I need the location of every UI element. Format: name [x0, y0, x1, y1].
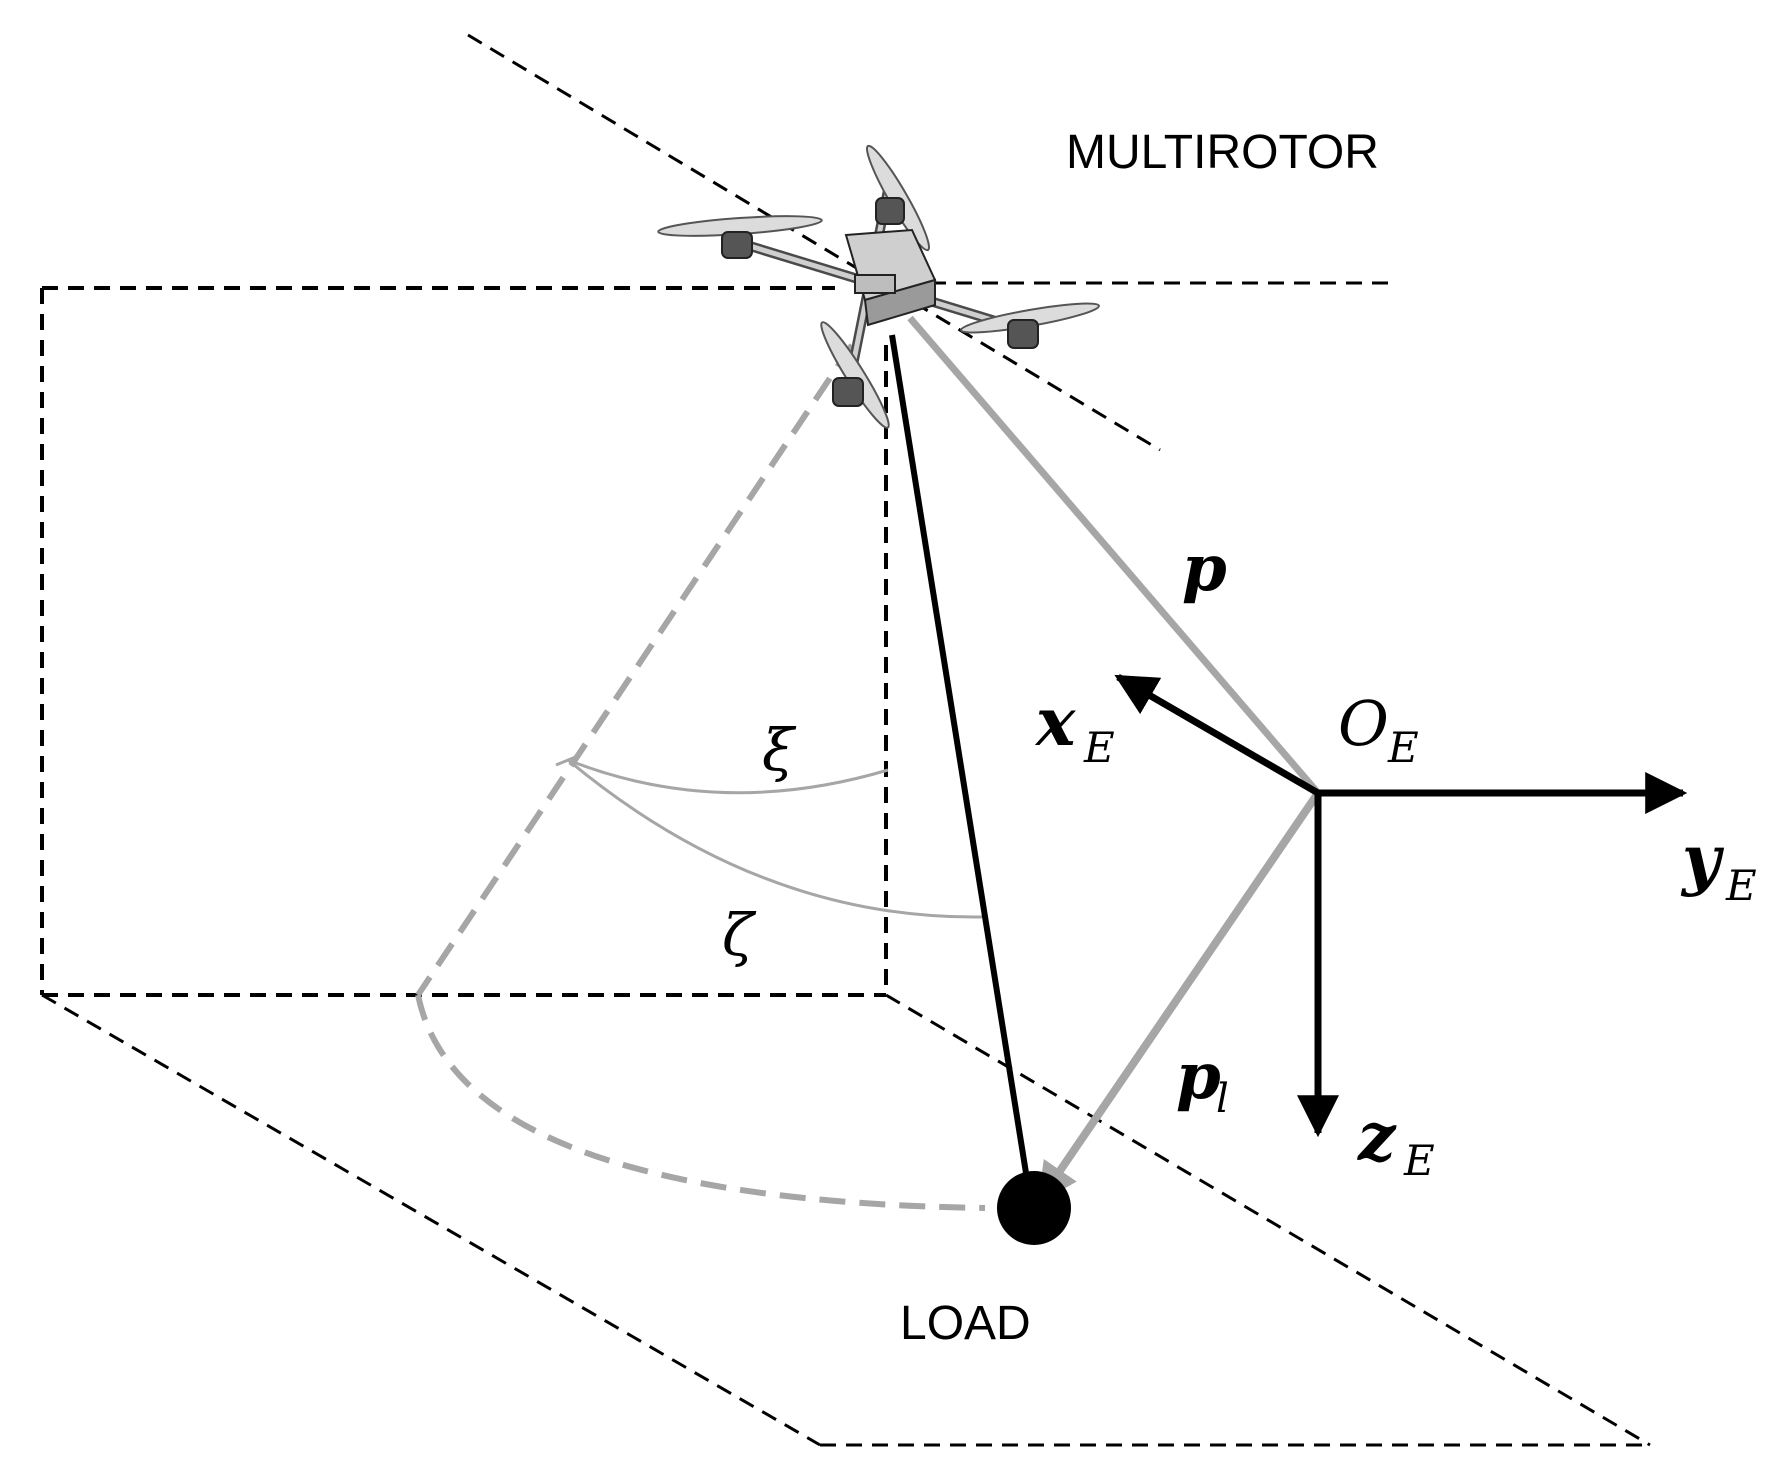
z-axis-label: z E [1357, 1098, 1435, 1185]
svg-text:l: l [1216, 1076, 1229, 1122]
earth-frame-axes [1114, 673, 1688, 1138]
multirotor-axis-lines [467, 33, 1390, 452]
svg-text:E: E [1083, 723, 1115, 772]
xi-angle-label: ξ [762, 716, 797, 784]
swing-projection [415, 343, 986, 1211]
svg-text:x: x [1034, 683, 1076, 761]
load-position-vector-pl [1036, 790, 1322, 1204]
svg-text:E: E [1387, 723, 1419, 772]
p-vector-label: p [1182, 531, 1227, 606]
multirotor-label: MULTIROTOR [1066, 126, 1379, 179]
svg-text:O: O [1338, 687, 1389, 760]
load-icon [997, 1171, 1071, 1245]
svg-text:p: p [1176, 1039, 1221, 1114]
zeta-angle-label: ζ [722, 901, 757, 969]
pl-vector-label: p l [1176, 1039, 1229, 1122]
y-axis-label: y E [1680, 820, 1757, 910]
quadcopter-icon [657, 144, 1100, 429]
svg-text:E: E [1403, 1136, 1435, 1185]
position-vector-p [907, 315, 1321, 796]
svg-text:E: E [1725, 861, 1757, 910]
xi-arc [567, 758, 889, 795]
cable-line [889, 334, 1033, 1199]
ground-plane [41, 993, 1651, 1447]
angle-arcs [555, 754, 983, 919]
svg-text:z: z [1357, 1098, 1397, 1176]
x-axis-label: x E [1034, 683, 1115, 772]
load-label: LOAD [900, 1297, 1031, 1350]
x-axis-arrow [1114, 673, 1320, 797]
origin-label: O E [1338, 687, 1419, 772]
vertical-reference-plane [40, 286, 888, 997]
zeta-arc [567, 758, 983, 919]
svg-text:y: y [1680, 820, 1725, 898]
